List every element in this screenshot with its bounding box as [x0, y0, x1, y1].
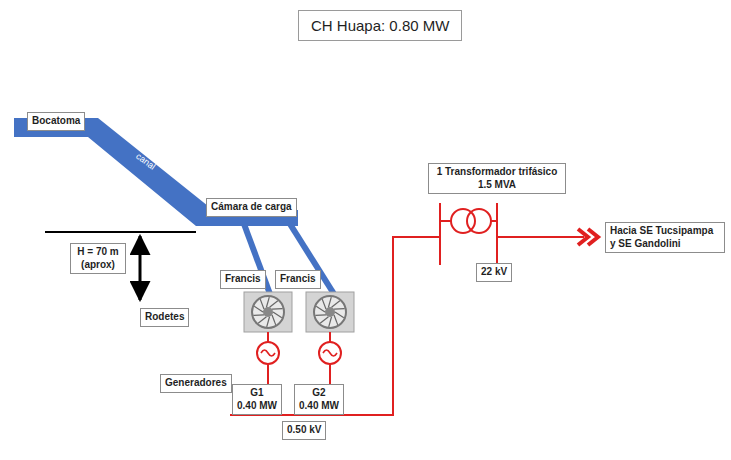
runner-blade [334, 315, 338, 325]
wire [267, 332, 269, 342]
turbine-label: Francis [220, 270, 266, 289]
line-arrow [578, 229, 588, 245]
box-text: Bocatoma [32, 115, 80, 128]
reference-line [45, 231, 196, 233]
diagram-title: CH Huapa: 0.80 MW [298, 10, 462, 41]
runner-blade [329, 317, 332, 327]
busbar [439, 203, 441, 265]
generators-label: Generadores [160, 374, 232, 393]
bus-wire [230, 237, 440, 415]
canal-label: canal [134, 151, 157, 172]
generator-label: G10.40 MW [232, 384, 282, 415]
wire [440, 220, 451, 222]
transformer-label: 1 Transformador trifásico 1.5 MVA [428, 163, 566, 194]
runner-blade [272, 315, 276, 325]
runner-blade [316, 306, 325, 312]
transformer-symbol [467, 209, 491, 233]
box-text: Francis [225, 273, 261, 286]
canal-channel [14, 118, 208, 226]
runner-blade [270, 301, 278, 308]
head-label: H = 70 m (aprox) [70, 243, 126, 274]
runner-blade [272, 308, 283, 310]
runner-blade [254, 306, 263, 312]
box-text: Generadores [165, 377, 227, 390]
box-text: Cámara de carga [211, 201, 292, 214]
generator-symbol [319, 342, 341, 364]
voltage-label: 22 kV [476, 263, 512, 282]
intake-label: Bocatoma [27, 112, 85, 131]
line-arrow [588, 229, 598, 245]
generator-symbol [257, 342, 279, 364]
box-text: 0.40 MW [299, 400, 339, 413]
runner-blade [334, 308, 345, 310]
box-text: Hacia SE Tucsipampa y SE Gandolini [610, 225, 720, 250]
box-text: 22 kV [481, 266, 507, 279]
runner-blade [273, 312, 282, 318]
francis-turbine [244, 292, 292, 332]
runner-blade [315, 314, 326, 316]
forebay-label: Cámara de carga [206, 198, 297, 217]
head-arrow [139, 236, 142, 300]
runner-label: Rodetes [140, 308, 189, 327]
runner-blade [332, 301, 340, 308]
generator-label: G20.40 MW [294, 384, 344, 415]
box-text: 0.40 MW [237, 400, 277, 413]
box-text: G1 [237, 387, 277, 400]
wire [329, 332, 331, 342]
box-text: Francis [280, 273, 316, 286]
runner-blade [260, 299, 264, 309]
box-text: 0.50 kV [287, 424, 321, 437]
runner-blade [335, 312, 344, 318]
runner-blade [267, 317, 270, 327]
runner-blades [253, 297, 344, 327]
runner-blade [320, 317, 328, 324]
turbine-label: Francis [275, 270, 321, 289]
line-wire [497, 236, 584, 238]
runner-blade [322, 299, 326, 309]
box-text: Rodetes [145, 311, 184, 324]
runner-blade [258, 317, 266, 324]
francis-turbine [306, 292, 354, 332]
box-text: H = 70 m (aprox) [75, 246, 121, 271]
voltage-label: 0.50 kV [282, 421, 326, 440]
runner-blade [266, 297, 269, 307]
box-text: G2 [299, 387, 339, 400]
runner-blade [328, 297, 331, 307]
runner-blade [253, 314, 264, 316]
box-text: 1 Transformador trifásico 1.5 MVA [433, 166, 561, 191]
destination-label: Hacia SE Tucsipampa y SE Gandolini [605, 222, 725, 253]
busbar [496, 203, 498, 265]
